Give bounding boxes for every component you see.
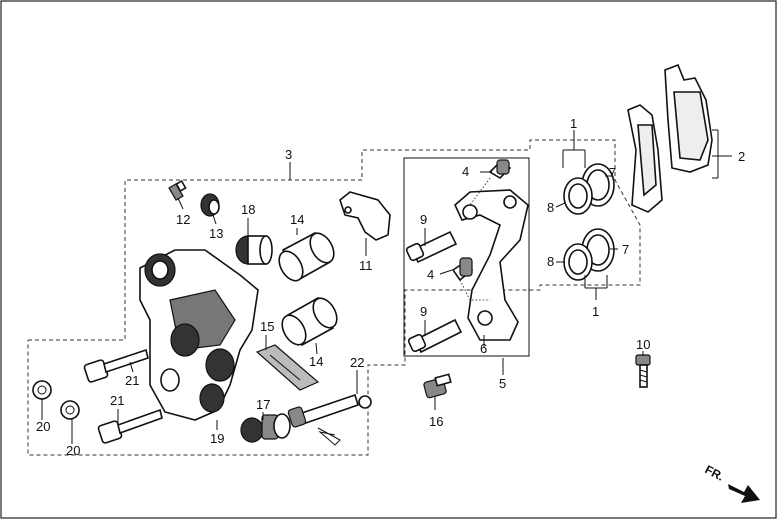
cap-nut-lower (60, 400, 80, 420)
bracket-pin-upper (488, 159, 512, 180)
callout-7: 7 (622, 242, 629, 257)
slide-pin-body (287, 393, 359, 428)
caliper-assembly-outline (27, 139, 641, 456)
callout-20: 20 (66, 443, 80, 458)
clip-hole (344, 206, 352, 214)
callout-2: 2 (738, 149, 745, 164)
bracket-hole-lower (477, 310, 493, 326)
guide-dots-2 (459, 279, 490, 301)
callout-14: 14 (309, 354, 323, 369)
retaining-clip (317, 427, 341, 446)
callout-5: 5 (499, 376, 506, 391)
callout-21: 21 (125, 373, 139, 388)
callout-17: 17 (256, 397, 270, 412)
caliper-piston-lower (281, 296, 338, 347)
callout-11: 11 (359, 258, 373, 273)
callout-20: 20 (36, 419, 50, 434)
pin-bolt-lower (97, 408, 163, 444)
callout-labels: 1 1 2 3 4 4 5 6 7 7 8 8 9 9 10 11 12 13 … (36, 116, 745, 458)
callout-10: 10 (636, 337, 650, 352)
caliper-body (139, 249, 259, 421)
callout-18: 18 (241, 202, 255, 217)
bleeder-fitting (240, 413, 291, 443)
callout-15: 15 (260, 319, 274, 334)
callout-1: 1 (570, 116, 577, 131)
piston-seal-upper (563, 163, 615, 215)
bracket-hole-upper (462, 204, 478, 220)
guide-dots-1 (469, 177, 491, 206)
caliper-bracket (454, 189, 529, 341)
callout-4: 4 (427, 267, 434, 282)
callout-14: 14 (290, 212, 304, 227)
callout-7: 7 (609, 165, 616, 180)
bracket-hole-top (503, 195, 517, 209)
bleeder-cap (200, 193, 220, 217)
front-direction-indicator: FR. (703, 462, 760, 503)
brake-pad-set (627, 63, 713, 213)
caliper-piston-upper (278, 231, 335, 282)
bracket-pin-lower (451, 257, 474, 282)
bracket-group-box (403, 157, 530, 357)
callout-9: 9 (420, 212, 427, 227)
callout-9: 9 (420, 304, 427, 319)
pad-spring-plate (339, 191, 391, 241)
mounting-bolt (635, 354, 651, 388)
slide-pin-lower (407, 318, 463, 354)
callout-21: 21 (110, 393, 124, 408)
shim-rib (269, 354, 301, 381)
slide-pin-upper (405, 230, 458, 264)
callout-12: 12 (176, 212, 190, 227)
callout-3: 3 (285, 147, 292, 162)
callout-19: 19 (210, 431, 224, 446)
callout-1: 1 (592, 304, 599, 319)
callout-8: 8 (547, 254, 554, 269)
callout-6: 6 (480, 341, 487, 356)
callout-4: 4 (462, 164, 469, 179)
piston-seal-lower (563, 228, 615, 281)
o-ring (358, 395, 372, 409)
callout-16: 16 (429, 414, 443, 429)
bleeder-screw-lower (423, 373, 452, 399)
leader-lines (41, 129, 732, 444)
bleeder-valve (168, 179, 187, 201)
front-direction-label: FR. (703, 462, 727, 483)
front-arrow-icon (728, 484, 760, 503)
bushing (235, 235, 273, 265)
callout-22: 22 (350, 355, 364, 370)
pin-bolt-upper (83, 348, 149, 383)
callout-13: 13 (209, 226, 223, 241)
callout-8: 8 (547, 200, 554, 215)
cap-nut-upper (32, 380, 52, 400)
